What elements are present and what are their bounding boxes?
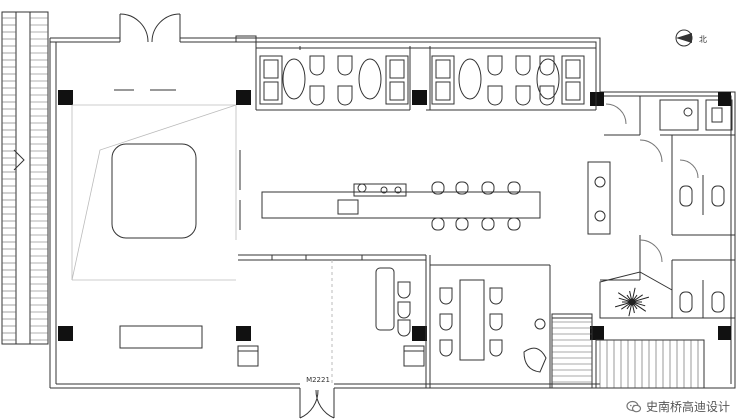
door-code-label: M2221	[306, 376, 330, 384]
bar-stools	[431, 181, 521, 231]
interior-partitions	[238, 254, 551, 388]
toilets	[679, 107, 725, 313]
lounge-armchairs	[237, 345, 425, 367]
chat-bubble-icon	[626, 400, 642, 412]
booth-area	[255, 42, 597, 111]
lounge-chair	[523, 347, 547, 373]
high-table-set	[375, 267, 411, 337]
exterior-wall	[49, 35, 601, 389]
central-platform	[111, 143, 197, 239]
planter-room	[599, 271, 673, 319]
booth-tables	[282, 58, 560, 100]
bar-counter	[261, 183, 541, 219]
top-entrance-door	[119, 13, 181, 43]
north-arrow-icon	[675, 29, 693, 47]
booth-chairs	[309, 55, 555, 106]
booth-sofas	[259, 55, 585, 105]
low-bench	[119, 325, 203, 349]
bottom-entrance-door	[299, 388, 335, 419]
exterior-staircase	[1, 11, 49, 345]
interior-staircase	[551, 313, 593, 389]
watermark-text: 史南桥高迪设计	[645, 400, 730, 414]
restroom-block-wall	[600, 91, 736, 389]
watermark: 史南桥高迪设计	[621, 397, 734, 416]
restroom-doors	[605, 103, 699, 263]
wash-basins	[587, 161, 611, 235]
stair-to-lower-level	[595, 339, 705, 389]
main-hall	[71, 104, 237, 281]
structural-columns	[58, 90, 731, 341]
dining-table-set	[439, 279, 503, 361]
north-label: 北	[699, 35, 707, 44]
